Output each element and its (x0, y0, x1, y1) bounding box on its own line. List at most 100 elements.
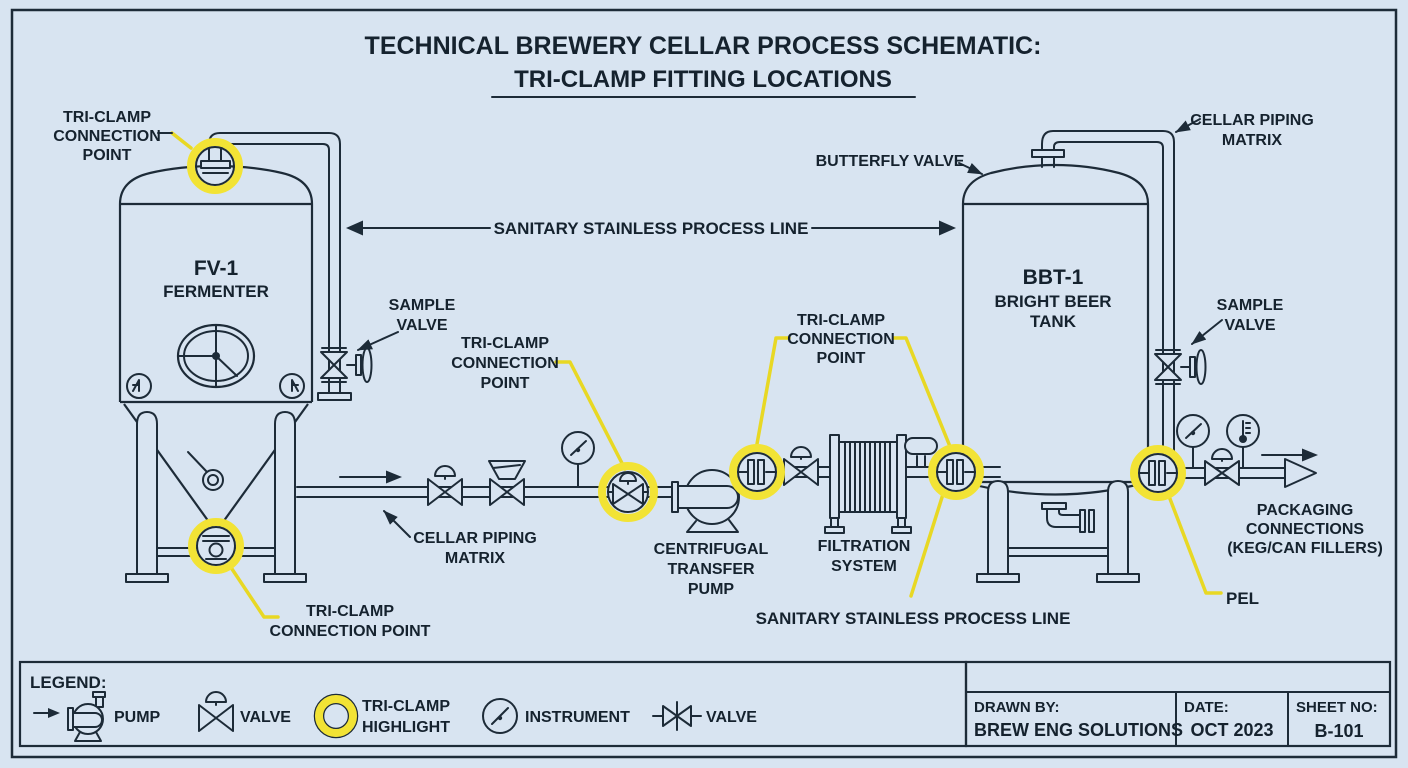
label-cellar-right-1: CELLAR PIPING (1190, 112, 1314, 129)
ferrule-plate-a (1148, 460, 1156, 486)
flow-arrow-icon (386, 470, 402, 484)
thermometer-bulb (1239, 435, 1247, 443)
legend-flow-arrow-icon (48, 708, 60, 718)
fv1-name: FERMENTER (163, 282, 269, 301)
arrow-cellar-right (1175, 118, 1201, 133)
pump-inlet (71, 712, 103, 728)
tri-clamp-circle-fv-top (195, 146, 235, 186)
fv1-foot-right (263, 573, 307, 583)
outlet-arrow-icon (1284, 458, 1317, 488)
bbt1-tag: BBT-1 (1023, 266, 1084, 289)
arrow-sample-left (357, 331, 399, 351)
legend-instrument-label: INSTRUMENT (525, 709, 630, 726)
drawn-by-value: BREW ENG SOLUTIONS (974, 720, 1183, 740)
label-tc-mid-left-2: CONNECTION (451, 355, 559, 372)
label-pel: PEL (1226, 589, 1259, 608)
pump-discharge-flange (92, 691, 106, 698)
bbt1-dome (961, 163, 1150, 205)
legend-instrument-item: INSTRUMENT (482, 698, 630, 734)
tri-clamp-ferrule-fv-top (200, 160, 231, 169)
tri-clamp-glyph-fv-bottom (202, 535, 230, 560)
filter-leg-right (897, 517, 906, 528)
bbt1-drain-cap1 (1079, 509, 1086, 533)
legend-pump-item: PUMP (33, 691, 161, 742)
label-tc-mid-right-2: CONNECTION (787, 331, 895, 348)
bbt1-leg-right (1107, 480, 1129, 575)
funnel-level-line (492, 464, 521, 469)
arrow-left-icon (346, 220, 363, 236)
ferrule-plate-a (747, 459, 755, 485)
bbt1-top-pipe-inner (1053, 141, 1164, 468)
tri-clamp-highlight-fv-bottom (188, 518, 244, 574)
legend-valve-label: VALVE (240, 709, 291, 726)
legend-inline-valve-item: VALVE (652, 701, 757, 731)
label-tc-mid-left-1: TRI-CLAMP (461, 335, 549, 352)
ferrule-plate-a (946, 459, 954, 485)
legend-triclamp-item: TRI-CLAMP HIGHLIGHT (313, 693, 450, 739)
label-packaging-2: CONNECTIONS (1246, 521, 1365, 538)
tri-clamp-highlight-pump-out (729, 444, 785, 500)
fv1-port-left-glyph (132, 379, 140, 392)
bbt1-drain-flange (1041, 502, 1067, 510)
valve-handwheel (361, 347, 373, 383)
legend-heading: LEGEND: (30, 673, 107, 692)
pump-icon (67, 691, 106, 742)
leader-center-a (755, 336, 791, 446)
diagram-labels: TRI-CLAMP CONNECTION POINT FV-1 FERMENTE… (53, 109, 1383, 640)
drawing-border (10, 8, 1398, 759)
arrow-cellar-left (383, 510, 411, 538)
fv1-foot-left (125, 573, 169, 583)
tri-clamp-highlight-icon (313, 693, 359, 739)
label-packaging-1: PACKAGING (1257, 502, 1354, 519)
label-tc-bottom-left-2: CONNECTION POINT (270, 623, 431, 640)
sheet-no-label: SHEET NO: (1296, 699, 1378, 716)
label-pump-3: PUMP (688, 581, 735, 598)
tri-clamp-glyph-fv-top (202, 150, 229, 174)
leader-mid-left (554, 360, 627, 471)
tri-clamp-highlight-fv-top (187, 138, 243, 194)
label-pump-2: TRANSFER (667, 561, 755, 578)
fv1-leg-left (136, 411, 158, 575)
cip-dome-port (904, 437, 938, 455)
fv1-port-right-glyph (291, 379, 299, 392)
centrifugal-pump (671, 469, 740, 533)
leader-bottom-left (226, 561, 280, 619)
fv1-tag: FV-1 (194, 257, 239, 280)
sample-valve-body (320, 351, 348, 379)
label-packaging-3: (KEG/CAN FILLERS) (1227, 540, 1383, 557)
label-tc-top-left-1: TRI-CLAMP (63, 109, 151, 126)
label-tc-mid-right-3: POINT (817, 350, 866, 367)
flow-arrow-icon (1302, 448, 1318, 462)
page-title-line1: TECHNICAL BREWERY CELLAR PROCESS SCHEMAT… (365, 32, 1042, 60)
label-filtration-2: SYSTEM (831, 558, 897, 575)
sanitary-line-label-top: SANITARY STAINLESS PROCESS LINE (494, 219, 809, 238)
label-tc-mid-left-3: POINT (481, 375, 530, 392)
ferrule-plate-b (956, 459, 964, 485)
gauge-pivot (575, 447, 581, 453)
title-block: DRAWN BY: BREW ENG SOLUTIONS DATE: OCT 2… (964, 660, 1392, 748)
bbt1-name-1: BRIGHT BEER (994, 292, 1111, 311)
bbt1-foot-left (976, 573, 1020, 583)
label-butterfly-valve: BUTTERFLY VALVE (816, 153, 965, 170)
valve-bonnet (355, 354, 362, 376)
leader-to-bottom-text (909, 489, 946, 598)
filter-plates (844, 441, 891, 513)
circled-valve-body (612, 483, 644, 505)
fv1-tank (118, 132, 352, 583)
date-label: DATE: (1184, 699, 1229, 716)
label-tc-top-left-3: POINT (83, 147, 132, 164)
legend-pump-label: PUMP (114, 709, 161, 726)
pump-discharge (95, 696, 104, 708)
valve3-body (783, 458, 819, 486)
valve-actuator (205, 691, 227, 703)
packaging-line (1144, 414, 1318, 488)
sample-valve-body (1154, 353, 1182, 381)
manway-hub (212, 352, 220, 360)
pump-inlet-tube (677, 485, 739, 509)
bbt1-tank (961, 130, 1175, 583)
label-tc-top-left-2: CONNECTION (53, 128, 161, 145)
pipe-end-flange (317, 392, 352, 401)
thermometer-ticks (1245, 422, 1251, 434)
bbt1-foot-right (1096, 573, 1140, 583)
